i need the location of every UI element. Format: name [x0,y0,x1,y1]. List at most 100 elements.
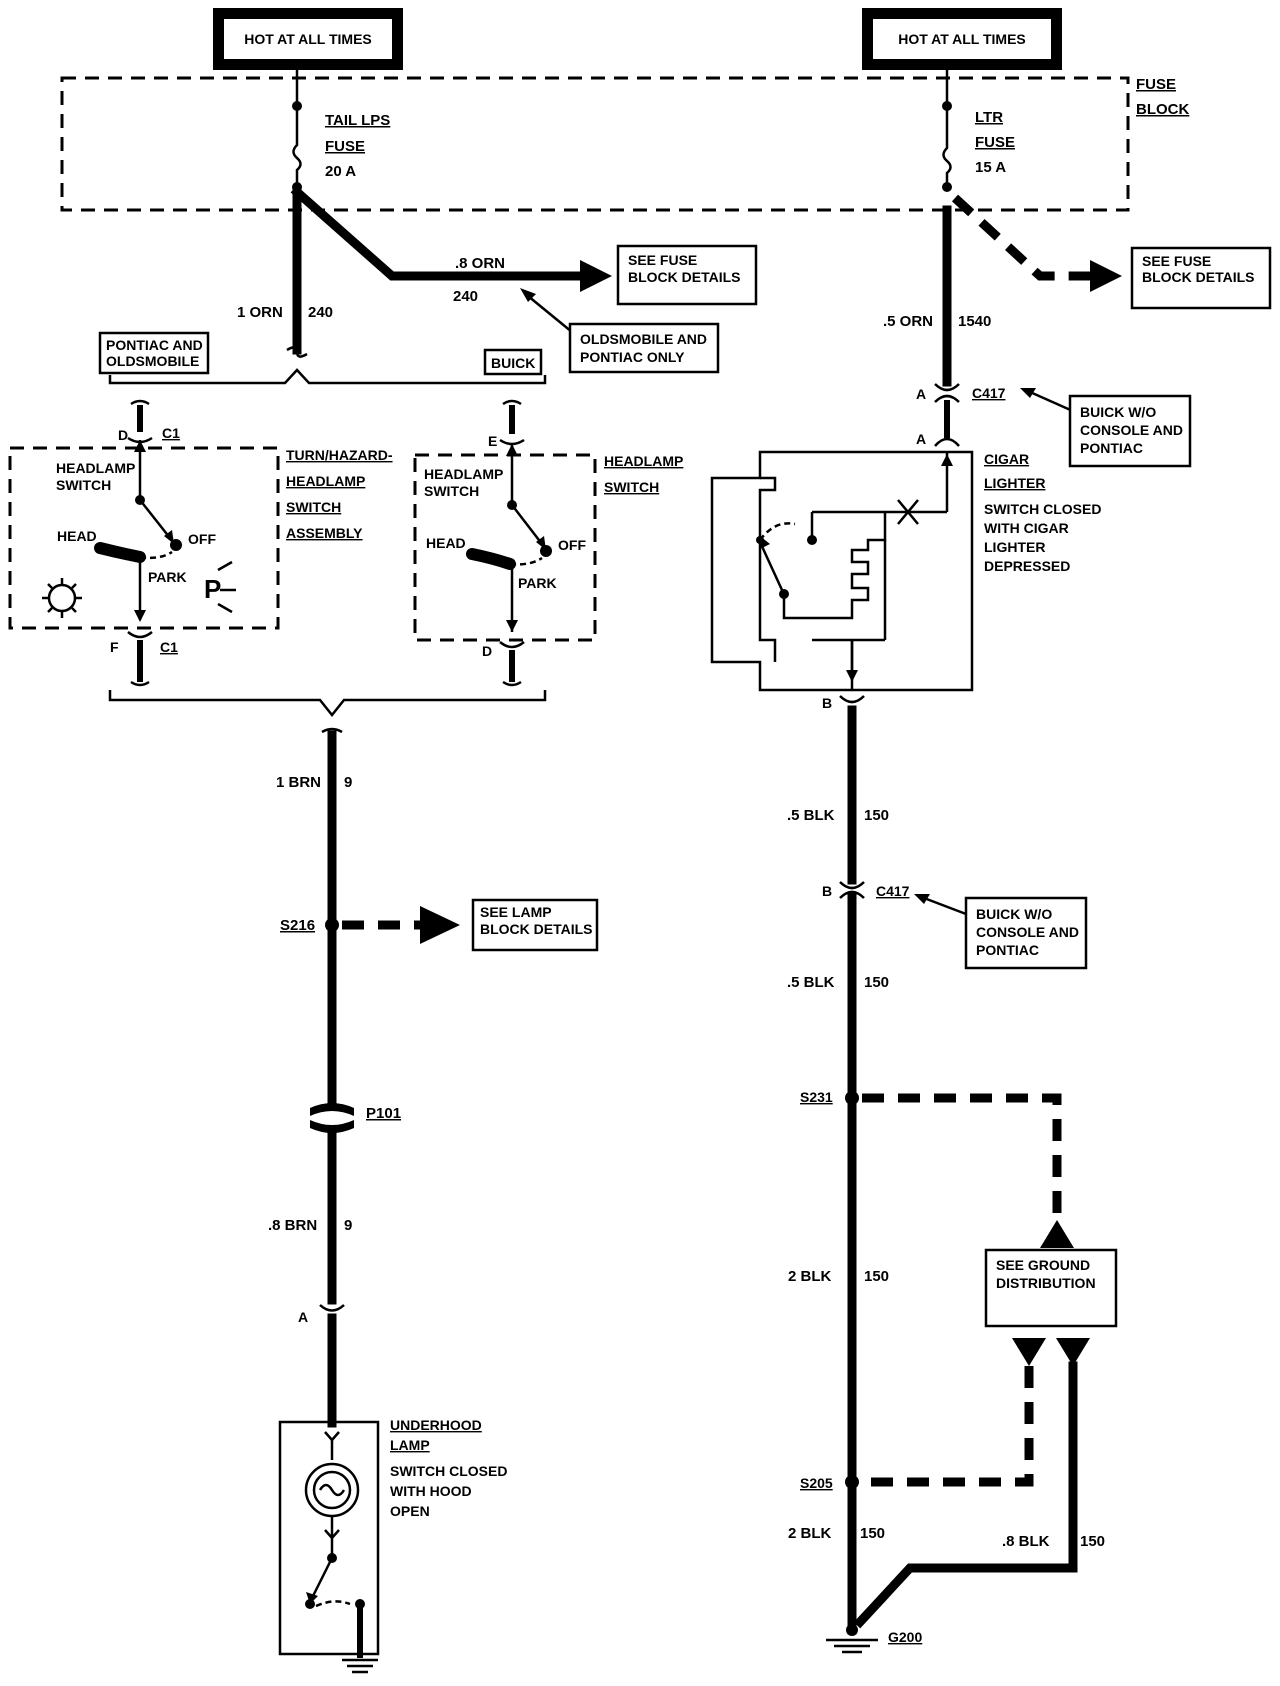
brn1-size: 1 BRN [276,774,321,791]
hs1-title-1: HEADLAMP [56,460,135,476]
hs1-title-2: SWITCH [56,477,111,493]
see-lamp-box [471,898,599,952]
arrow-see-lamp [420,906,460,944]
see-ground-2: DISTRIBUTION [996,1275,1096,1291]
conn-a1: A [916,386,926,402]
wire-break-bottom [321,727,343,734]
pontiac-label-2: OLDSMOBILE [106,353,199,369]
see-lamp-1: SEE LAMP [480,904,552,920]
buick-note1-3: PONTIAC [1080,440,1143,456]
see-fuse-right-1: SEE FUSE [1142,253,1211,269]
conn-d-label: D [118,427,128,443]
buick-note2-arrow [914,894,930,904]
wire-break-top [286,346,308,358]
conn-a2: A [916,431,926,447]
conn-b1-symbol [839,695,865,704]
see-lamp-2: BLOCK DETAILS [480,921,593,937]
hs1-park: PARK [148,569,187,585]
hs2-side-2: SWITCH [604,479,659,495]
arrow-see-fuse-right [1090,260,1122,292]
ltr-fuse [942,70,952,192]
conn-c1-top: C1 [162,425,180,441]
split-bracket-top [108,368,547,385]
left-hot-label: HOT AT ALL TIMES [244,31,372,47]
tail-lps-fuse-name: TAIL LPS [325,112,390,129]
hs2-side-1: HEADLAMP [604,453,683,469]
blk5-size: .8 BLK [1002,1533,1050,1550]
branch-size: .8 ORN [455,255,505,272]
buick-note2-3: PONTIAC [976,942,1039,958]
ltr-branch-dashed [951,194,1090,281]
ground-arrow-down-1 [1012,1338,1046,1366]
ground-arrow-up [1040,1220,1074,1248]
see-ground-box [984,1248,1118,1328]
hs2-title-2: SWITCH [424,483,479,499]
asm-4: ASSEMBLY [286,525,363,541]
conn-b2: B [822,883,832,899]
see-fuse-left-1: SEE FUSE [628,252,697,268]
split-bracket-bottom [108,690,547,718]
asm-1: TURN/HAZARD- [286,447,393,463]
buick-note1-box [1068,394,1192,468]
hs2-head: HEAD [426,535,466,551]
headlamp-switch-buick [413,399,597,687]
wire-top-size: 1 ORN [237,304,283,321]
olds-note-2: PONTIAC ONLY [580,349,685,365]
buick-note1-arrow [1020,388,1036,398]
ground-g200-symbol [826,1624,878,1654]
asm-2: HEADLAMP [286,473,365,489]
connector-p101 [310,1103,354,1133]
conn-e-label: E [488,433,497,449]
blk5-circuit: 150 [1080,1533,1105,1550]
blk4-circuit: 150 [860,1525,885,1542]
cig-4: WITH CIGAR [984,520,1069,536]
orn-circuit: 1540 [958,313,991,330]
cig-5: LIGHTER [984,539,1045,555]
right-hot-box: HOT AT ALL TIMES [862,8,1062,70]
hs2-park: PARK [518,575,557,591]
blk3-size: 2 BLK [788,1268,832,1285]
see-fuse-left-2: BLOCK DETAILS [628,269,741,285]
pontiac-label-1: PONTIAC AND [106,337,203,353]
see-fuse-box-left [616,244,758,306]
branch-circuit: 240 [453,288,478,305]
connector-c417-bottom [839,881,865,899]
wire-top-circuit: 240 [308,304,333,321]
buick-note2-box [964,896,1088,970]
ltr-fuse-rating: 15 A [975,159,1006,176]
cig-3: SWITCH CLOSED [984,501,1101,517]
brn1-circuit: 9 [344,774,352,791]
cigar-lighter [710,450,974,692]
pontiac-label-box [98,331,210,375]
buick-note2-2: CONSOLE AND [976,924,1079,940]
blk2-size: .5 BLK [787,974,835,991]
blk4-size: 2 BLK [788,1525,832,1542]
olds-note-leader [527,295,573,333]
buick-note2-1: BUICK W/O [976,906,1052,922]
orn-size: .5 ORN [883,313,933,330]
ground-arrow-down-2 [1056,1338,1090,1366]
blk1-circuit: 150 [864,807,889,824]
s231-dashed [862,1093,1062,1230]
conn-a-label: A [298,1309,308,1325]
conn-c1-bot: C1 [160,639,178,655]
buick-label: BUICK [491,355,535,371]
connector-c417-top [934,383,960,447]
cig-1: CIGAR [984,451,1029,467]
hs2-off: OFF [558,537,586,553]
conn-d2-label: D [482,643,492,659]
conn-f-label: F [110,639,119,655]
tail-lps-fuse-word: FUSE [325,138,365,155]
wire-08-blk-150 [853,1361,1078,1629]
blk2-circuit: 150 [864,974,889,991]
left-hot-box: HOT AT ALL TIMES [213,8,403,70]
cig-6: DEPRESSED [984,558,1070,574]
see-fuse-box-right [1130,246,1272,310]
buick-note1-leader [1029,390,1076,414]
ltr-fuse-word: FUSE [975,134,1015,151]
hs1-head: HEAD [57,528,97,544]
fuse-block-label-1: FUSE [1136,76,1176,93]
hs1-p: P [204,574,221,604]
c417-top-label: C417 [972,385,1006,401]
olds-note-1: OLDSMOBILE AND [580,331,707,347]
